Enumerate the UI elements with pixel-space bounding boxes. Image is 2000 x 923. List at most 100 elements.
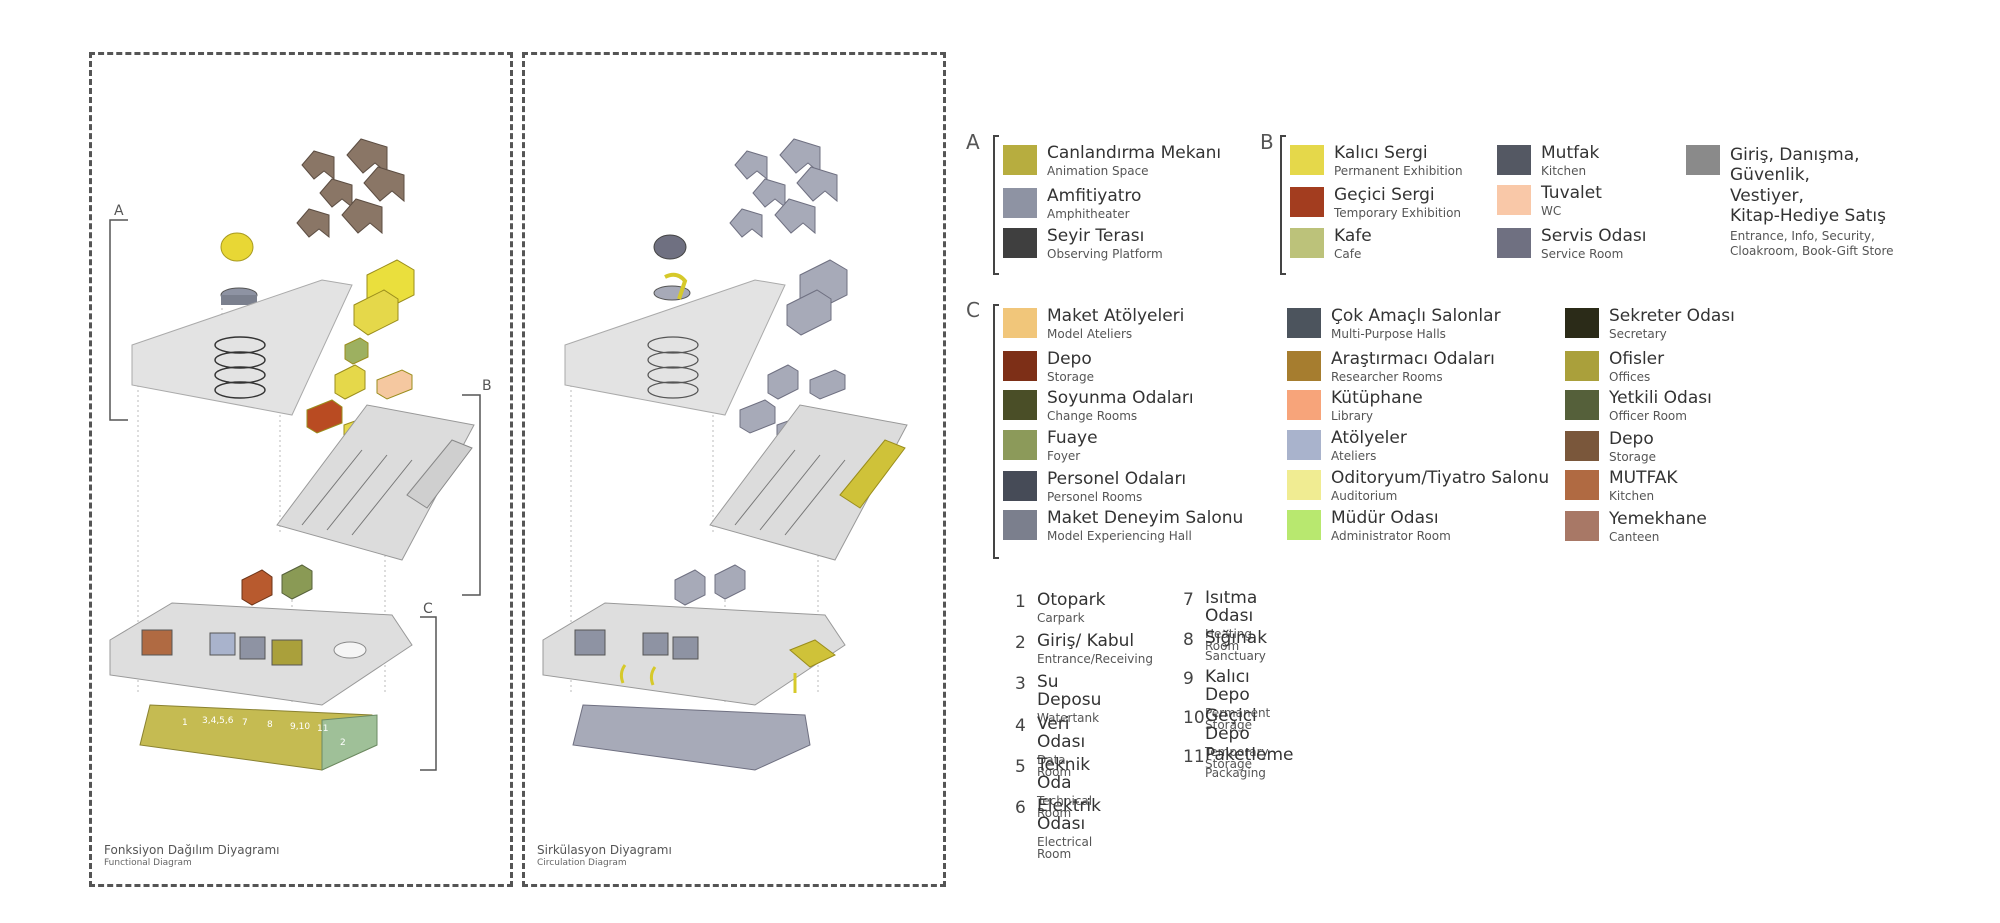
small-block — [674, 569, 706, 606]
roof-shell — [301, 150, 335, 181]
legend-swatch — [1565, 470, 1599, 500]
legend-number: 11 — [1183, 747, 1205, 767]
legend-group-a-bracket — [993, 135, 999, 275]
amphitheater-drum-side — [221, 295, 257, 305]
legend-swatch — [1003, 188, 1037, 218]
legend-item-name: Servis Odası — [1541, 226, 1647, 246]
roof-shell — [729, 208, 763, 239]
legend-item-name-en: Storage — [1609, 449, 1656, 464]
legend-item-name: Çok Amaçlı Salonlar — [1331, 306, 1501, 326]
legend-item-name-en: Secretary — [1609, 326, 1667, 341]
exhibition-floor-slab — [709, 404, 908, 561]
ring-structure — [647, 366, 699, 384]
legend-swatch — [1003, 430, 1037, 460]
hall-line — [351, 459, 413, 536]
section-label-c: C — [423, 601, 433, 617]
legend-item-name-en: Service Room — [1541, 246, 1624, 261]
legend-item-name: Fuaye — [1047, 428, 1098, 448]
legend-group-b-bracket — [1280, 135, 1286, 275]
roof-shell — [363, 166, 405, 203]
exhibition-block — [739, 399, 776, 434]
legend-item-name-en: Offices — [1609, 369, 1651, 384]
workshop-room — [574, 629, 606, 656]
legend-item-name-en: Kitchen — [1609, 488, 1655, 503]
legend-swatch — [1686, 145, 1720, 175]
functional-diagram-title: Fonksiyon Dağılım Diyagramı — [104, 843, 280, 857]
legend-swatch — [1565, 511, 1599, 541]
legend-item-name-en: Permanent Storage — [1205, 705, 1271, 733]
legend-swatch — [1497, 145, 1531, 175]
small-block — [281, 564, 313, 600]
legend-item-name-en: Researcher Rooms — [1331, 369, 1443, 384]
upper-terrain-slab — [564, 279, 786, 416]
legend-item-name-en: Cafe — [1334, 246, 1362, 261]
legend-number: 8 — [1183, 630, 1194, 650]
ring-structure — [214, 366, 266, 384]
legend-swatch — [1287, 390, 1321, 420]
small-block — [241, 569, 273, 606]
legend-item-name: Ofisler — [1609, 349, 1665, 369]
legend-item-name-en: Change Rooms — [1047, 408, 1138, 423]
legend-item-name: Otopark — [1037, 590, 1106, 610]
legend-item-name: Su Deposu — [1037, 672, 1102, 710]
legend-item-name-en: Personel Rooms — [1047, 489, 1143, 504]
legend-item-name-en: Permanent Exhibition — [1334, 163, 1463, 178]
legend-item-name: Kalıcı Depo — [1205, 667, 1250, 705]
legend-item: Giriş, Danışma, Güvenlik, Vestiyer, Kita… — [1686, 145, 1894, 260]
roof-shell — [774, 198, 816, 235]
legend-item-name: Veri Odası — [1037, 714, 1086, 752]
legend-item-name: Depo — [1609, 429, 1654, 449]
roof-shell — [296, 208, 330, 239]
basement-slab — [572, 704, 811, 771]
legend-swatch — [1497, 228, 1531, 258]
legend-swatch — [1003, 228, 1037, 258]
legend-item-name: Sığınak — [1205, 628, 1268, 648]
legend-item-name-en: Amphitheater — [1047, 206, 1130, 221]
legend-item-name-en: Multi-Purpose Halls — [1331, 326, 1446, 341]
legend-item-name-en: Ateliers — [1331, 448, 1377, 463]
legend-swatch — [1003, 390, 1037, 420]
hall-line — [734, 449, 796, 526]
legend-item-name: Kalıcı Sergi — [1334, 143, 1428, 163]
hall-line — [784, 459, 846, 536]
animation-dome — [220, 232, 254, 262]
roof-shell — [796, 166, 838, 203]
basement-entrance — [321, 714, 378, 771]
legend-group-c-letter: C — [966, 298, 980, 322]
legend-item-name: Atölyeler — [1331, 428, 1407, 448]
legend-number: 6 — [1015, 798, 1026, 818]
legend-item-name: Giriş/ Kabul — [1037, 631, 1135, 651]
legend-swatch — [1287, 308, 1321, 338]
hall-line — [301, 449, 363, 526]
legend-item-name-en: Officer Room — [1609, 408, 1687, 423]
legend-number: 5 — [1015, 757, 1026, 777]
circulation-diagram-panel: Sirkülasyon Diyagramı Circulation Diagra… — [522, 52, 946, 887]
legend-item-name: Teknik Oda — [1037, 755, 1091, 793]
basement-number: 9,10 — [290, 722, 310, 732]
legend-item-name: Yemekhane — [1609, 509, 1707, 529]
legend-swatch — [1290, 228, 1324, 258]
legend-item-name: Kütüphane — [1331, 388, 1423, 408]
functional-diagram-panel: 1 3,4,5,6 7 8 9,10 11 2 A B C Fonksiyon … — [89, 52, 513, 887]
legend-item-name-en: Temporary Storage — [1205, 744, 1269, 772]
legend-item-name-en: Carpark — [1037, 610, 1085, 625]
roof-shell — [341, 198, 383, 235]
ring-structure — [647, 351, 699, 369]
legend-group-b-letter: B — [1260, 130, 1274, 154]
workshop-room — [642, 632, 669, 656]
legend-item-name: Depo — [1047, 349, 1092, 369]
legend-swatch — [1003, 471, 1037, 501]
legend-item-name: Müdür Odası — [1331, 508, 1439, 528]
functional-diagram-subtitle: Functional Diagram — [104, 858, 192, 868]
